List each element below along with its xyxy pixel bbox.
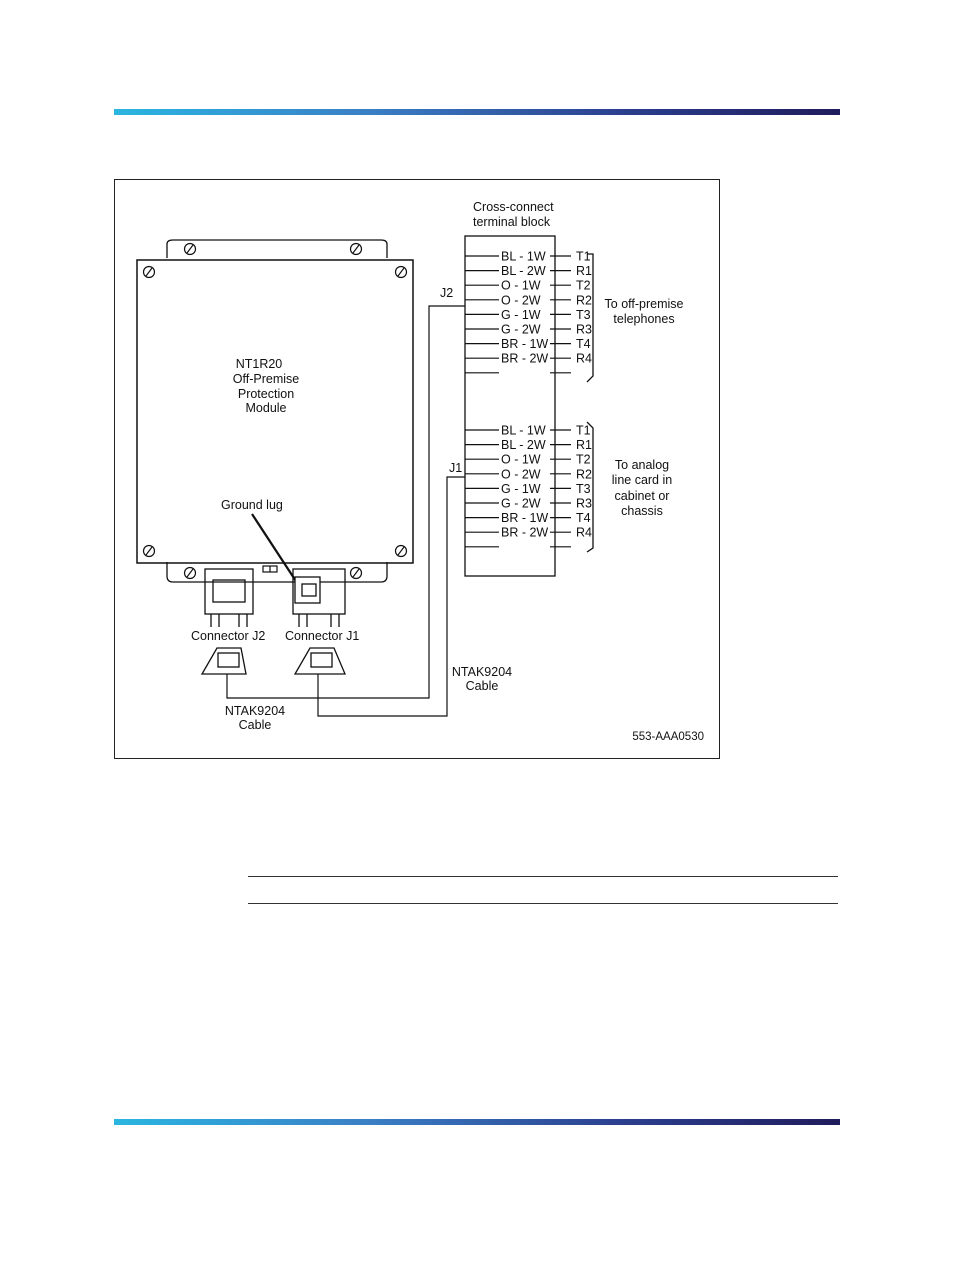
wire-pair-label: BL - 2W <box>501 264 546 278</box>
cable-j2-route <box>226 305 465 699</box>
terminal-block <box>464 235 556 577</box>
tip-ring-label: T2 <box>576 279 591 293</box>
module-label-line-4: Module <box>246 401 287 415</box>
terminal-block-title: Cross-connect terminal block <box>473 200 554 229</box>
lower-destination-line-2: line card in <box>612 473 672 487</box>
connector-j2 <box>204 568 254 627</box>
wire-pair-label: O - 2W <box>501 467 541 481</box>
terminal-row: BL - 1W T1 <box>465 424 591 438</box>
ground-lug-label: Ground lug <box>221 498 283 512</box>
wire-pair-label: O - 1W <box>501 279 541 293</box>
terminal-row: BR - 2W R4 <box>465 352 592 366</box>
lower-destination-label: To analog line card in cabinet or chassi… <box>612 458 672 518</box>
terminal-row: G - 2W R3 <box>465 323 592 337</box>
table-bottom-rule <box>248 903 838 904</box>
tip-ring-label: T3 <box>576 308 591 322</box>
terminal-row: G - 1W T3 <box>465 308 591 322</box>
terminal-row: O - 2W R2 <box>465 293 592 307</box>
module-label: NT1R20 Off-Premise Protection Module <box>233 357 299 415</box>
terminal-row: G - 1W T3 <box>465 482 591 496</box>
upper-group-brace <box>586 253 594 383</box>
wire-pair-label: BL - 2W <box>501 438 546 452</box>
mounting-screws <box>142 242 408 580</box>
tip-ring-label: R1 <box>576 438 592 452</box>
tip-ring-label: T1 <box>576 250 591 264</box>
wire-pair-label: BR - 2W <box>501 352 548 366</box>
wiring-diagram-svg: NT1R20 Off-Premise Protection Module Gro… <box>136 200 704 743</box>
cable-j1-route <box>317 476 465 717</box>
upper-destination-label: To off-premise telephones <box>605 297 684 326</box>
tip-ring-label: R3 <box>576 497 592 511</box>
ground-lug <box>262 565 278 573</box>
connector-j1 <box>292 568 346 627</box>
protection-module <box>136 239 414 583</box>
terminal-row: BR - 1W T4 <box>465 337 591 351</box>
upper-destination-line-2: telephones <box>613 312 674 326</box>
module-label-line-2: Off-Premise <box>233 372 299 386</box>
tip-ring-label: R4 <box>576 352 592 366</box>
tip-ring-label: R1 <box>576 264 592 278</box>
tip-ring-label: R3 <box>576 323 592 337</box>
cable-right-label-line-2: Cable <box>466 679 499 693</box>
terminal-row: BR - 1W T4 <box>465 511 591 525</box>
lower-group-brace <box>586 421 594 553</box>
wire-pair-label: O - 1W <box>501 453 541 467</box>
wire-pair-label: G - 1W <box>501 482 541 496</box>
tip-ring-label: T4 <box>576 337 591 351</box>
wiring-diagram-figure: NT1R20 Off-Premise Protection Module Gro… <box>114 179 720 759</box>
lower-destination-line-1: To analog <box>615 458 669 472</box>
tip-ring-label: T2 <box>576 453 591 467</box>
terminal-row: G - 2W R3 <box>465 497 592 511</box>
tip-ring-label: T4 <box>576 511 591 525</box>
tip-ring-label: T1 <box>576 424 591 438</box>
cable-plug-right <box>293 647 346 675</box>
wire-pair-label: BL - 1W <box>501 250 546 264</box>
cable-left-label: NTAK9204 Cable <box>225 704 285 732</box>
lower-destination-line-3: cabinet or <box>615 489 670 503</box>
figure-id: 553-AAA0530 <box>632 731 704 743</box>
wire-pair-label: BR - 1W <box>501 337 548 351</box>
wire-pair-label: G - 2W <box>501 497 541 511</box>
cable-left-label-line-1: NTAK9204 <box>225 704 285 718</box>
terminal-block-title-line-1: Cross-connect <box>473 200 554 214</box>
lower-destination-line-4: chassis <box>621 504 663 518</box>
j2-cable-label: J2 <box>440 286 453 300</box>
wire-pair-label: G - 1W <box>501 308 541 322</box>
terminal-row: O - 2W R2 <box>465 467 592 481</box>
terminal-row: BR - 2W R4 <box>465 526 592 540</box>
tip-ring-label: R2 <box>576 467 592 481</box>
wire-pair-label: BR - 1W <box>501 511 548 525</box>
terminal-row: BL - 1W T1 <box>465 250 591 264</box>
footer-color-band <box>114 1119 840 1125</box>
wire-pair-label: G - 2W <box>501 323 541 337</box>
wire-pair-label: BR - 2W <box>501 526 548 540</box>
cable-plug-left <box>200 647 247 675</box>
terminal-row: BL - 2W R1 <box>465 264 592 278</box>
terminal-row: BL - 2W R1 <box>465 438 592 452</box>
cable-right-label-line-1: NTAK9204 <box>452 665 512 679</box>
connector-j1-label: Connector J1 <box>285 629 359 643</box>
cable-right-label: NTAK9204 Cable <box>452 665 512 693</box>
tip-ring-label: R4 <box>576 526 592 540</box>
terminal-block-title-line-2: terminal block <box>473 215 551 229</box>
terminal-row: O - 1W T2 <box>465 453 591 467</box>
connector-j2-label: Connector J2 <box>191 629 265 643</box>
tip-ring-label: T3 <box>576 482 591 496</box>
tip-ring-label: R2 <box>576 293 592 307</box>
wire-pair-label: O - 2W <box>501 293 541 307</box>
module-label-line-3: Protection <box>238 387 294 401</box>
cable-left-label-line-2: Cable <box>239 718 272 732</box>
header-color-band <box>114 109 840 115</box>
table-top-rule <box>248 876 838 877</box>
module-label-line-1: NT1R20 <box>236 357 283 371</box>
terminal-row: O - 1W T2 <box>465 279 591 293</box>
j1-cable-label: J1 <box>449 461 462 475</box>
wire-pair-label: BL - 1W <box>501 424 546 438</box>
upper-destination-line-1: To off-premise <box>605 297 684 311</box>
